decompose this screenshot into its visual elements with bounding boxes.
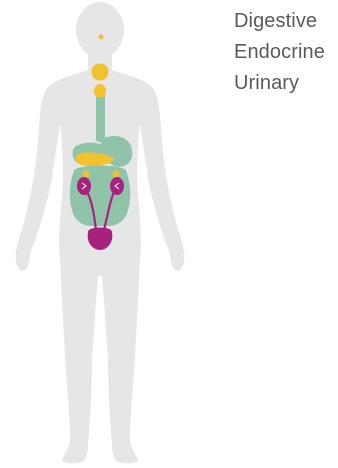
thymus-gland: [94, 84, 106, 98]
intestines: [70, 166, 130, 227]
head: [76, 2, 124, 58]
legend-item-endocrine[interactable]: Endocrine: [234, 37, 325, 68]
kidney-right: [110, 177, 124, 195]
thyroid-gland: [92, 64, 109, 81]
pituitary-gland: [99, 35, 104, 40]
legend-item-digestive[interactable]: Digestive: [234, 6, 325, 37]
esophagus: [96, 92, 105, 142]
adrenal-gland-right: [113, 171, 120, 178]
kidney-left: [77, 177, 91, 195]
legend: Digestive Endocrine Urinary: [234, 6, 325, 99]
adrenal-gland-left: [83, 171, 90, 178]
legend-item-urinary[interactable]: Urinary: [234, 68, 325, 99]
